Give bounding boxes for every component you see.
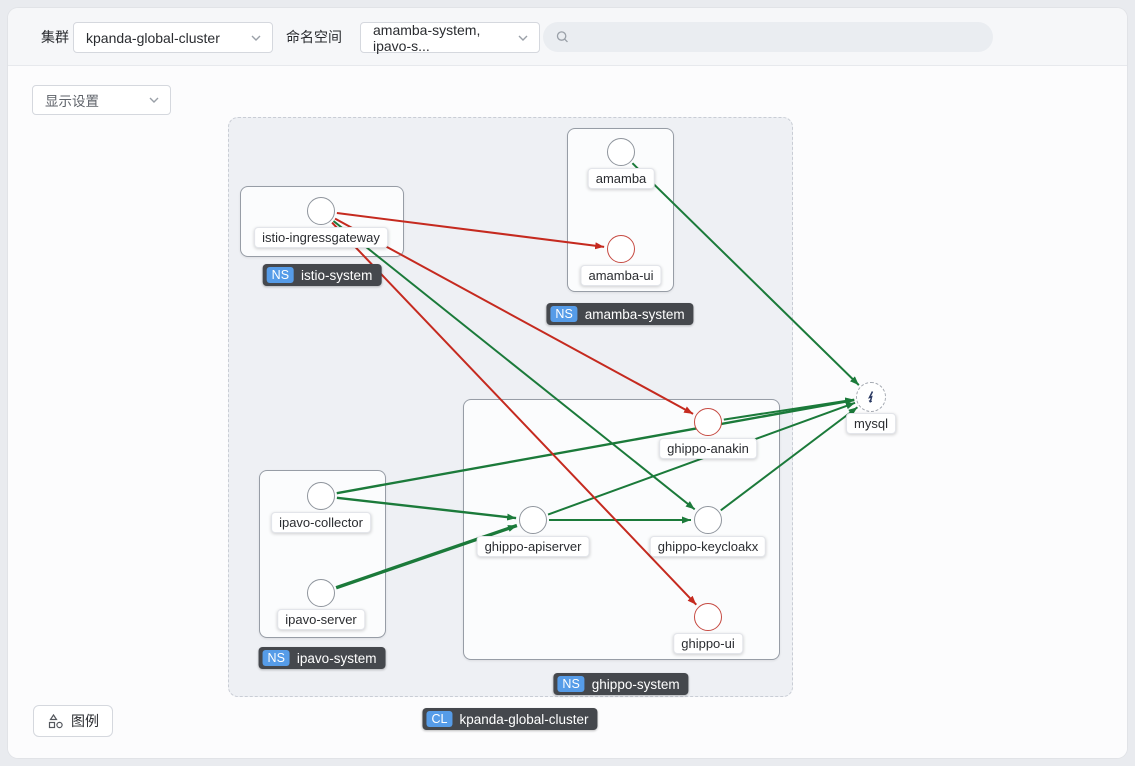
service-label-ghippo-ui: ghippo-ui (673, 633, 743, 654)
edge-ipavo-server-to-ghippo-apiserver (335, 523, 518, 590)
service-node-ghippo-apiserver[interactable] (519, 506, 547, 534)
service-node-ipavo-server[interactable] (307, 579, 335, 607)
search-input[interactable] (578, 29, 981, 45)
service-label-ghippo-apiserver: ghippo-apiserver (476, 536, 590, 557)
service-node-istio-ingressgateway[interactable] (307, 197, 335, 225)
namespace-badge-ghippo-system: NS ghippo-system (553, 673, 689, 695)
service-label-ghippo-keycloakx: ghippo-keycloakx (649, 536, 767, 557)
service-label-istio-ingressgateway: istio-ingressgateway (254, 227, 388, 248)
namespace-badge-istio-system-type-chip: NS (266, 267, 295, 283)
service-node-ghippo-keycloakx[interactable] (694, 506, 722, 534)
edge-istio-ingressgateway-to-ghippo-ui (331, 221, 697, 606)
service-label-ipavo-server: ipavo-server (277, 609, 365, 630)
service-label-ipavo-collector: ipavo-collector (271, 512, 371, 533)
service-node-ghippo-ui[interactable] (694, 603, 722, 631)
search-icon (556, 31, 568, 43)
cluster-select[interactable]: kpanda-global-cluster (73, 22, 273, 53)
chevron-down-icon (251, 35, 261, 41)
service-node-ipavo-collector[interactable] (307, 482, 335, 510)
namespace-badge-amamba-system-text: amamba-system (584, 306, 685, 322)
cluster-badge-type-chip: CL (426, 711, 453, 727)
legend-icon (48, 713, 63, 728)
edge-amamba-to-mysql (631, 162, 860, 386)
chevron-down-icon (149, 97, 159, 103)
legend-button[interactable]: 图例 (33, 705, 113, 737)
edge-istio-ingressgateway-to-amamba-ui (336, 212, 605, 250)
namespace-badge-amamba-system: NS amamba-system (546, 303, 694, 325)
namespace-select[interactable]: amamba-system, ipavo-s... (360, 21, 540, 54)
app-window: 集群 kpanda-global-cluster 命名空间 amamba-sys… (8, 8, 1127, 758)
namespace-badge-amamba-system-type-chip: NS (550, 306, 578, 322)
edge-ghippo-keycloakx-to-mysql (720, 406, 859, 512)
traffic-edges (331, 162, 860, 606)
service-label-ghippo-anakin: ghippo-anakin (659, 438, 757, 459)
cluster-select-value: kpanda-global-cluster (86, 29, 220, 46)
namespace-label: 命名空间 (286, 29, 342, 45)
display-settings-label: 显示设置 (45, 94, 99, 109)
display-settings-select[interactable]: 显示设置 (32, 85, 171, 115)
topbar: 集群 kpanda-global-cluster 命名空间 amamba-sys… (8, 8, 1127, 66)
edge-ipavo-collector-to-ghippo-apiserver (336, 496, 517, 521)
service-label-amamba-ui: amamba-ui (580, 265, 662, 286)
namespace-badge-ghippo-system-text: ghippo-system (591, 676, 680, 692)
namespace-badge-ipavo-system-type-chip: NS (262, 650, 290, 666)
namespace-badge-istio-system-text: istio-system (301, 267, 373, 283)
service-node-amamba[interactable] (607, 138, 635, 166)
service-node-ghippo-anakin[interactable] (694, 408, 722, 436)
namespace-badge-istio-system: NS istio-system (262, 264, 382, 286)
cluster-label: 集群 (41, 29, 69, 45)
chevron-down-icon (518, 35, 528, 41)
service-label-amamba: amamba (587, 168, 655, 189)
namespace-badge-ipavo-system-text: ipavo-system (296, 650, 377, 666)
edge-istio-ingressgateway-to-ghippo-anakin (334, 217, 694, 415)
legend-button-label: 图例 (71, 713, 99, 729)
cluster-badge-text: kpanda-global-cluster (459, 711, 589, 727)
namespace-badge-ipavo-system: NS ipavo-system (258, 647, 386, 669)
external-service-icon (868, 391, 874, 403)
service-node-amamba-ui[interactable] (607, 235, 635, 263)
cluster-badge: CL kpanda-global-cluster (422, 708, 598, 730)
edge-ipavo-collector-to-mysql (336, 398, 855, 495)
namespace-select-value: amamba-system, ipavo-s... (373, 21, 481, 54)
edge-istio-ingressgateway-to-ghippo-keycloakx (332, 220, 696, 511)
service-label-mysql: mysql (846, 413, 896, 434)
topology-canvas[interactable]: 显示设置 istio-ingressgateway amamba amamba-ui… (8, 66, 1127, 758)
service-node-mysql[interactable] (856, 382, 886, 412)
search-box[interactable] (543, 22, 993, 52)
namespace-badge-ghippo-system-type-chip: NS (557, 676, 585, 692)
